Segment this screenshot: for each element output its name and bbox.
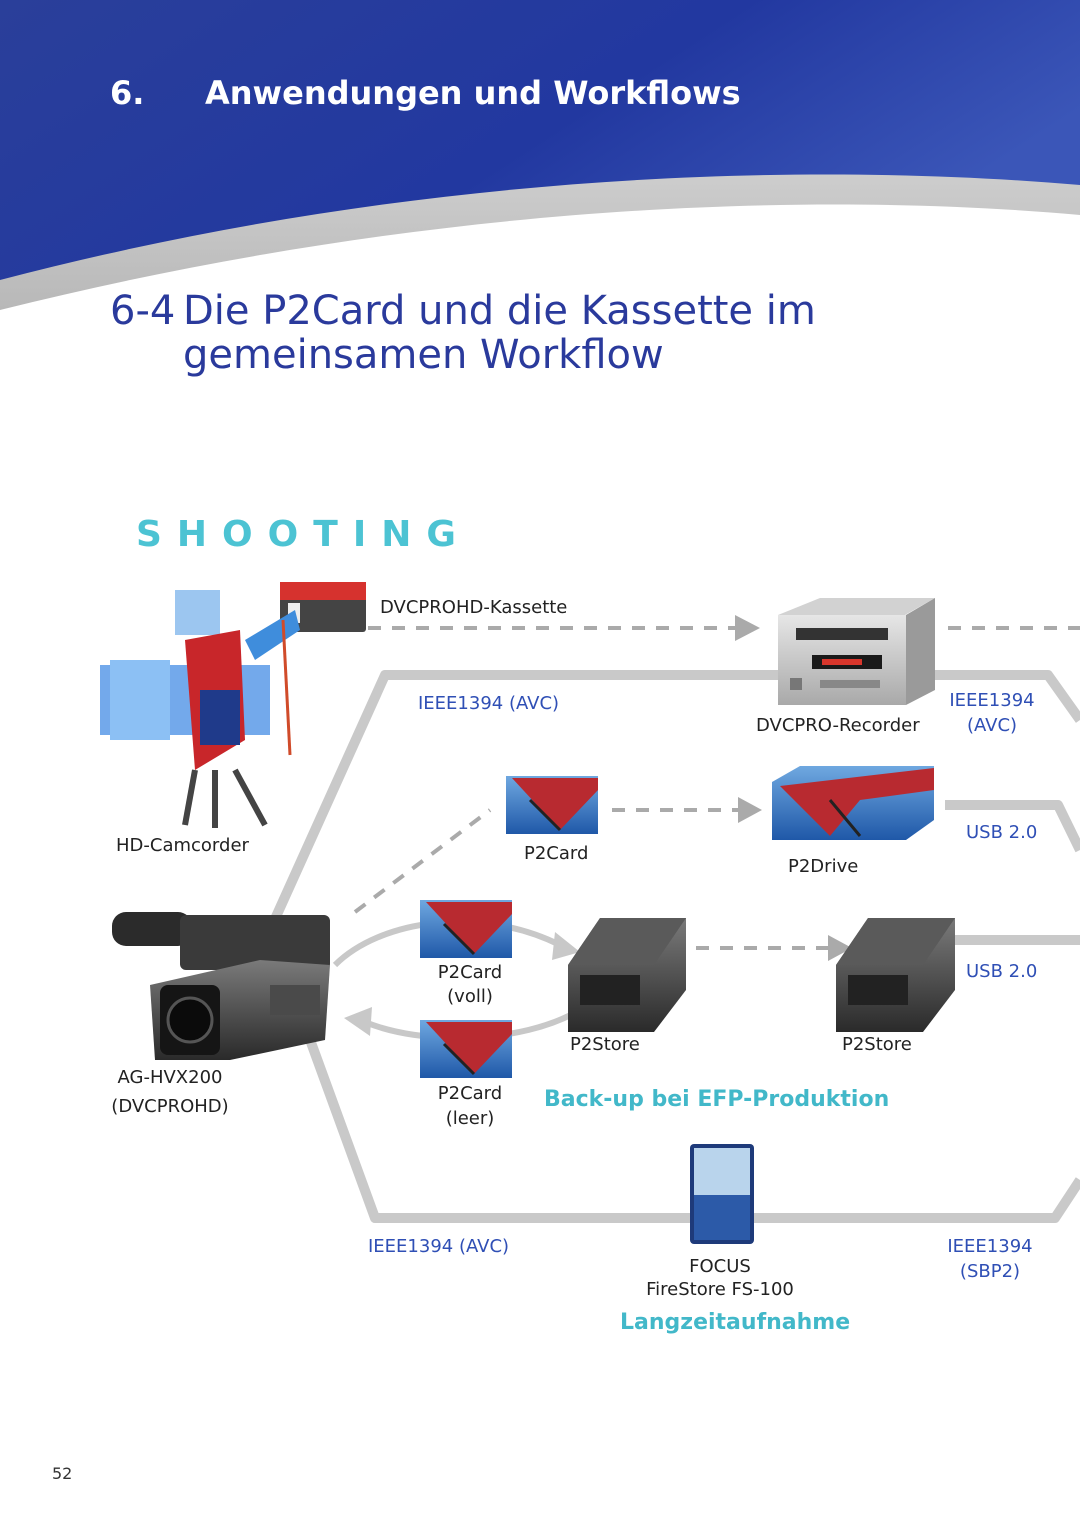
p2card-full-label: P2Card [437, 962, 503, 983]
longterm-caption: Langzeitaufnahme [620, 1310, 851, 1335]
arrow-head [738, 797, 762, 823]
p2card-full-sublabel: (voll) [447, 986, 493, 1007]
arrow-head [828, 935, 852, 961]
p2card-full-image [420, 900, 512, 958]
cassette-label: DVCPROHD-Kassette [380, 597, 568, 618]
p2card-empty-sublabel: (leer) [445, 1108, 495, 1129]
ieee-right-label-1: IEEE1394 [949, 690, 1035, 711]
section-title-line1: Die P2Card und die Kassette im [183, 288, 816, 334]
hvx-format-label: (DVCPROHD) [111, 1096, 229, 1117]
chapter-number: 6. [110, 74, 145, 112]
usb-label-1: USB 2.0 [966, 822, 1038, 843]
hd-camcorder-image [100, 590, 300, 828]
p2card-empty-image [420, 1020, 512, 1078]
recorder-label: DVCPRO-Recorder [756, 715, 920, 736]
p2drive-image [772, 766, 934, 840]
p2store-right-label: P2Store [842, 1034, 912, 1055]
dashed-arrows [353, 626, 1080, 950]
p2drive-label: P2Drive [788, 856, 859, 877]
arrow-head [735, 615, 760, 641]
section-title-line2: gemeinsamen Workflow [183, 332, 664, 378]
avc-right-label: (AVC) [966, 715, 1018, 736]
ag-hvx200-image [112, 912, 330, 1060]
ieee-right-label-2: IEEE1394 [947, 1236, 1033, 1257]
focus-label: FOCUS [689, 1256, 751, 1277]
p2store-right-image [836, 918, 955, 1032]
sbp2-label: (SBP2) [959, 1261, 1021, 1282]
hd-camcorder-label: HD-Camcorder [116, 835, 249, 856]
workflow-diagram [100, 582, 1080, 1244]
header-banner [0, 0, 1080, 310]
shooting-heading: SHOOTING [136, 514, 471, 555]
p2store-left-image [568, 918, 686, 1032]
firestore-label: FireStore FS-100 [646, 1279, 794, 1300]
dvcpro-recorder-image [778, 598, 935, 705]
page-number: 52 [52, 1464, 73, 1483]
ieee-avc-lower-label: IEEE1394 (AVC) [368, 1236, 510, 1257]
usb-label-2: USB 2.0 [966, 961, 1038, 982]
chapter-heading: 6. Anwendungen und Workflows [110, 74, 741, 112]
backup-caption: Back-up bei EFP-Produktion [544, 1087, 890, 1112]
hvx-model-label: AG-HVX200 [117, 1067, 223, 1088]
ieee-avc-upper-label: IEEE1394 (AVC) [418, 693, 560, 714]
firestore-image [690, 1144, 754, 1244]
p2card-image-1 [506, 776, 598, 834]
p2store-left-label: P2Store [570, 1034, 640, 1055]
p2card-label: P2Card [524, 843, 589, 864]
p2card-empty-label: P2Card [437, 1083, 503, 1104]
chapter-title: Anwendungen und Workflows [205, 74, 741, 112]
section-number: 6-4 [110, 288, 176, 334]
